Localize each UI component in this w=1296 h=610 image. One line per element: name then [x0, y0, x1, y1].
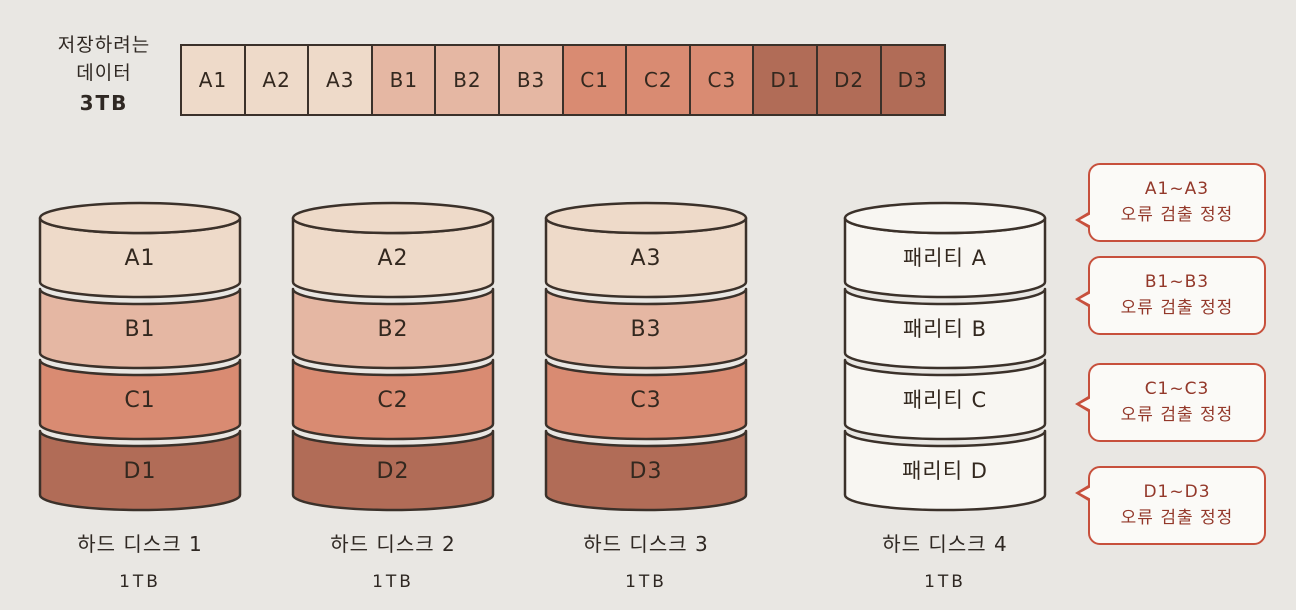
disk-top-ellipse — [291, 201, 495, 235]
disk-cylinder: A1 B1 C1 D1 — [38, 201, 242, 512]
disk-cylinder: A2 B2 C2 D2 — [291, 201, 495, 512]
callout-caption: 오류 검출 정정 — [1120, 508, 1234, 529]
disk-segment-label: D3 — [630, 459, 663, 484]
data-block-a1: A1 — [180, 44, 246, 116]
disk-segment-label: B3 — [630, 317, 661, 342]
disk-segment — [38, 287, 242, 370]
disk-top-ellipse — [544, 201, 748, 235]
hard-disk-2: A2 B2 C2 D2 하드 디스크 2 1TB — [288, 196, 498, 592]
data-block-d3: D3 — [879, 44, 946, 116]
disk-segment — [843, 358, 1047, 441]
disk-segment-label: D1 — [124, 459, 157, 484]
data-block-a2: A2 — [243, 44, 310, 116]
data-block-c3: C3 — [688, 44, 755, 116]
data-blocks-row: A1 A2 A3 B1 B2 B3 C1 C2 C3 D1 D2 D3 — [180, 44, 946, 116]
disk-top-ellipse — [38, 201, 242, 235]
disk-name: 하드 디스크 2 — [330, 532, 456, 556]
callout-range: B1~B3 — [1144, 272, 1210, 292]
disk-segment-label: A2 — [377, 246, 408, 271]
data-block-d1: D1 — [752, 44, 819, 116]
callout-caption: 오류 검출 정정 — [1120, 405, 1234, 426]
disk-name: 하드 디스크 1 — [77, 532, 203, 556]
data-block-c2: C2 — [625, 44, 692, 116]
source-line-1: 저장하려는 — [57, 34, 151, 56]
callout-range: C1~C3 — [1144, 379, 1210, 399]
disk-segment-label: A3 — [630, 246, 661, 271]
disk-segment-label: 패리티 B — [903, 317, 987, 341]
disk-capacity: 1TB — [924, 572, 966, 592]
source-data-label: 저장하려는 데이터 3TB — [28, 32, 180, 118]
disk-name: 하드 디스크 3 — [583, 532, 709, 556]
hard-disk-4: 패리티 A 패리티 B 패리티 C 패리티 D 하드 디스크 4 1TB — [840, 196, 1050, 592]
disk-segment-label: B2 — [377, 317, 408, 342]
disk-segment — [843, 287, 1047, 370]
disk-segment — [544, 287, 748, 370]
disk-segment — [291, 287, 495, 370]
disk-cylinder: A3 B3 C3 D3 — [544, 201, 748, 512]
disk-segment — [38, 358, 242, 441]
data-block-b2: B2 — [434, 44, 501, 116]
disk-segment-label: 패리티 C — [903, 388, 987, 412]
hard-disk-1: A1 B1 C1 D1 하드 디스크 1 1TB — [35, 196, 245, 592]
disk-segment-label: C2 — [377, 388, 408, 413]
disk-capacity: 1TB — [372, 572, 414, 592]
callout-parity-b: B1~B3 오류 검출 정정 — [1075, 256, 1266, 335]
disk-segment — [291, 429, 495, 512]
disk-segment-label: A1 — [124, 246, 155, 271]
disk-capacity: 1TB — [625, 572, 667, 592]
disk-cylinder: 패리티 A 패리티 B 패리티 C 패리티 D — [843, 201, 1047, 512]
disk-segment-label: C1 — [124, 388, 155, 413]
data-block-b3: B3 — [498, 44, 565, 116]
disk-segment-label: 패리티 A — [903, 246, 987, 270]
disk-segment-label: B1 — [124, 317, 155, 342]
callout-range: D1~D3 — [1143, 482, 1211, 502]
disk-top-ellipse — [843, 201, 1047, 235]
callout-parity-d: D1~D3 오류 검출 정정 — [1075, 466, 1266, 545]
source-size: 3TB — [79, 91, 129, 116]
disk-segment-label: D2 — [377, 459, 410, 484]
disk-segment — [291, 358, 495, 441]
disk-segment-label: 패리티 D — [902, 459, 988, 483]
data-block-c1: C1 — [561, 44, 628, 116]
disk-segment-label: C3 — [630, 388, 661, 413]
disk-segment — [544, 429, 748, 512]
callout-caption: 오류 검출 정정 — [1120, 298, 1234, 319]
disk-name: 하드 디스크 4 — [882, 532, 1008, 556]
callout-caption: 오류 검출 정정 — [1120, 205, 1234, 226]
disk-capacity: 1TB — [119, 572, 161, 592]
data-block-a3: A3 — [307, 44, 374, 116]
data-block-b1: B1 — [370, 44, 437, 116]
disk-segment — [544, 358, 748, 441]
callout-parity-c: C1~C3 오류 검출 정정 — [1075, 363, 1266, 442]
hard-disk-3: A3 B3 C3 D3 하드 디스크 3 1TB — [541, 196, 751, 592]
disk-segment — [38, 429, 242, 512]
callout-parity-a: A1~A3 오류 검출 정정 — [1075, 163, 1266, 242]
callout-range: A1~A3 — [1144, 179, 1210, 199]
disk-segment — [843, 429, 1047, 512]
data-block-d2: D2 — [816, 44, 883, 116]
source-line-2: 데이터 — [76, 61, 132, 84]
